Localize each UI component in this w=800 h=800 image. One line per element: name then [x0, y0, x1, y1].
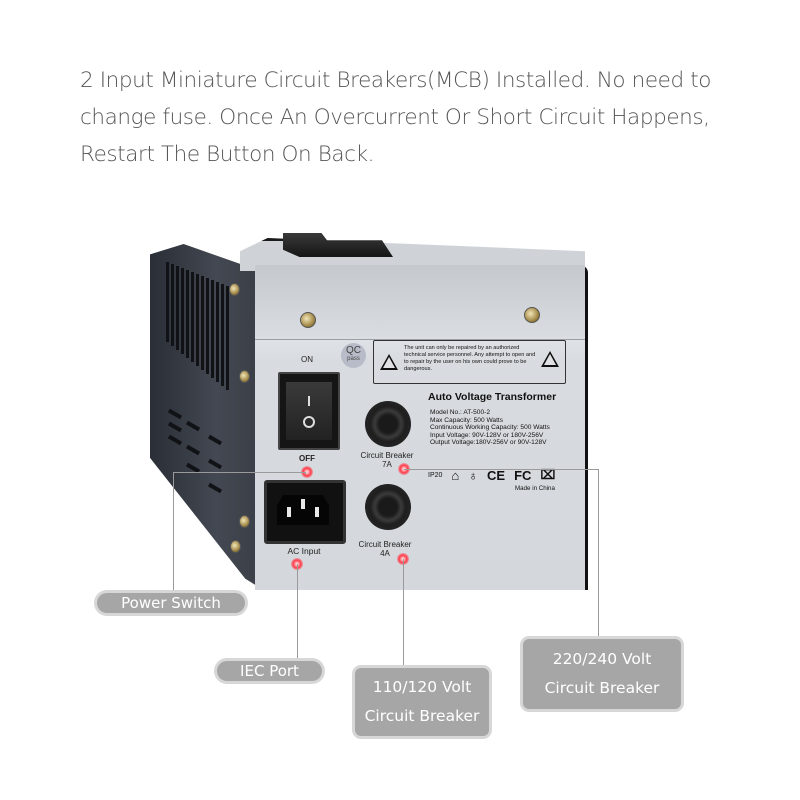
- callout-power-switch: Power Switch: [97, 593, 245, 613]
- headline-line-2: change fuse. Once An Overcurrent Or Shor…: [80, 105, 710, 130]
- weee-bin-icon: ⌧: [540, 467, 556, 482]
- spec-list: Model No.: AT-500-2 Max Capacity: 500 Wa…: [430, 409, 550, 447]
- certification-marks: IP20 ⌂ ♁ CE FC ⌧: [428, 467, 555, 483]
- circuit-breaker-4a-button[interactable]: [365, 484, 411, 530]
- callout-line-breaker-220: [404, 469, 599, 470]
- callout-breaker-220: 220/240 Volt Circuit Breaker: [523, 639, 681, 709]
- iec-socket: [277, 495, 329, 525]
- rocker[interactable]: [286, 382, 332, 440]
- callout-iec-port: IEC Port: [217, 661, 322, 681]
- on-label: ON: [301, 355, 313, 364]
- screw-icon: [524, 307, 540, 323]
- screw-icon: [239, 370, 250, 383]
- caution-icon: [541, 351, 559, 367]
- circuit-breaker-7a-button[interactable]: [365, 401, 411, 447]
- power-rocker-switch[interactable]: [278, 372, 340, 450]
- ip20-mark: IP20: [428, 471, 443, 479]
- carry-handle: [283, 233, 393, 257]
- callout-line-power-switch: [173, 472, 174, 592]
- on-mark-icon: [308, 396, 310, 406]
- screw-icon: [239, 515, 250, 528]
- spec-title: Auto Voltage Transformer: [428, 391, 557, 403]
- headline-line-1: 2 Input Miniature Circuit Breakers(MCB) …: [80, 68, 711, 93]
- iec-ac-input-port[interactable]: [264, 480, 346, 544]
- indicator-dot-power-switch: [301, 466, 313, 478]
- bulb-icon: ♁: [468, 467, 479, 483]
- callout-line-power-switch: [173, 472, 306, 473]
- breaker-4a-label: Circuit Breaker 4A: [358, 540, 412, 558]
- breaker-7a-label: Circuit Breaker 7A: [360, 451, 414, 469]
- off-label: OFF: [299, 454, 315, 463]
- screw-icon: [229, 283, 240, 296]
- headline-line-3: Restart The Button On Back.: [80, 142, 375, 167]
- ac-input-label: AC Input: [287, 546, 321, 556]
- electric-hazard-icon: [380, 354, 398, 370]
- callout-line-iec-port: [297, 564, 298, 659]
- headline: 2 Input Miniature Circuit Breakers(MCB) …: [80, 62, 760, 173]
- callout-line-breaker-220: [598, 469, 599, 639]
- callout-line-breaker-110: [403, 559, 404, 667]
- warning-label: The unit can only be repaired by an auth…: [373, 340, 566, 384]
- fcc-mark-icon: FC: [514, 467, 532, 483]
- made-in-label: Made in China: [515, 485, 555, 492]
- pin-icon: [301, 499, 305, 509]
- ce-mark-icon: CE: [487, 467, 506, 483]
- indoor-use-icon: ⌂: [451, 467, 460, 483]
- panel-upper-band: [255, 265, 585, 340]
- pin-icon: [315, 507, 319, 517]
- off-mark-icon: [303, 416, 315, 428]
- qc-pass-badge: QC pass: [341, 343, 366, 368]
- screw-icon: [300, 312, 316, 328]
- pin-icon: [287, 507, 291, 517]
- callout-breaker-110: 110/120 Volt Circuit Breaker: [355, 668, 489, 736]
- screw-icon: [230, 540, 241, 553]
